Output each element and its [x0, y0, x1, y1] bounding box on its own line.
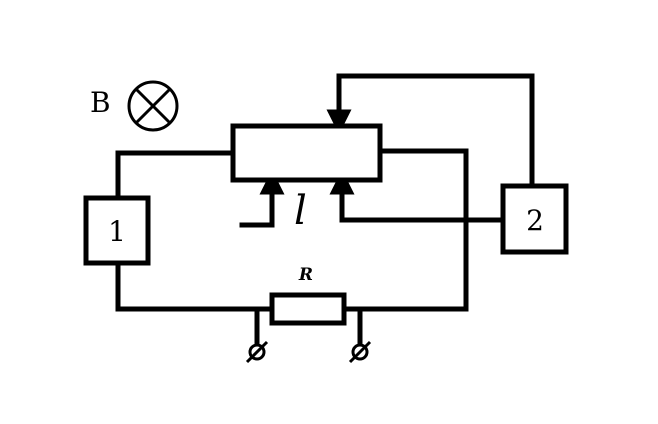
field-label: B [90, 86, 111, 119]
sample-length-label: l [294, 188, 307, 234]
resistor-label: R [298, 265, 313, 285]
block-2-label: 2 [526, 204, 544, 237]
cross-in-circle-icon [127, 80, 179, 132]
output-terminals [245, 306, 372, 364]
sample-element [230, 123, 383, 183]
block-1-label: 1 [108, 215, 126, 248]
terminal-slashed-circle-icon [348, 306, 372, 364]
resistor: R [269, 265, 347, 326]
block-2: 2 [500, 183, 569, 255]
terminal-slashed-circle-icon [245, 306, 269, 364]
circuit-wires [115, 73, 535, 312]
magnetic-field-symbol: B [90, 80, 179, 132]
block-1: 1 [83, 195, 151, 266]
